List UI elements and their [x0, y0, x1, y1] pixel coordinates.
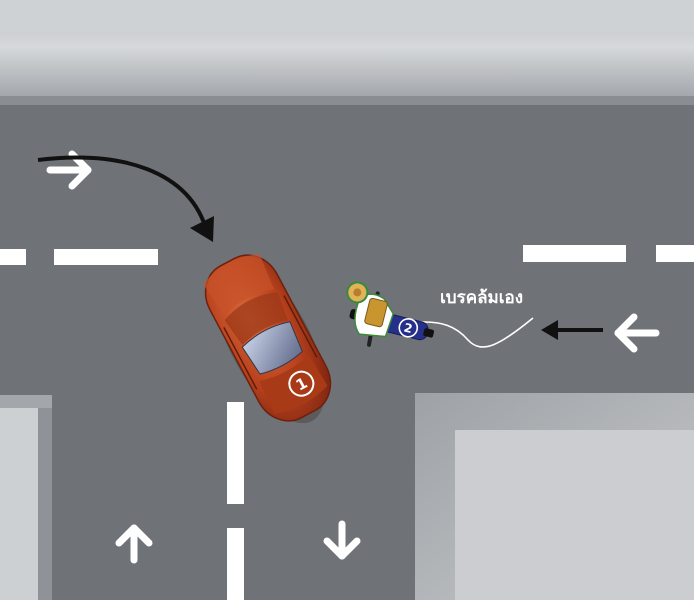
vehicle-number-badge [398, 318, 419, 338]
vehicle-number-badge [288, 370, 315, 397]
motorcycle-path-arrow [541, 320, 603, 340]
top-sidewalk [0, 0, 694, 105]
motorcycle-number-label: 2 [402, 320, 413, 336]
rider-figure [346, 281, 395, 338]
car-path-arrow [37, 155, 214, 242]
arrow-up-icon [115, 524, 153, 564]
arrow-down-icon [323, 520, 361, 560]
skid-trail [405, 317, 534, 348]
bottom-right-sidewalk [415, 393, 694, 600]
car-vehicle-1: 1 [203, 254, 332, 424]
motorcycle-vehicle-2: 2 [346, 281, 435, 347]
bottom-left-sidewalk [0, 395, 52, 600]
arrow-left-icon [614, 313, 660, 353]
lane-markings [0, 245, 694, 600]
annotation-label: เบรคล้มเอง [440, 288, 523, 308]
